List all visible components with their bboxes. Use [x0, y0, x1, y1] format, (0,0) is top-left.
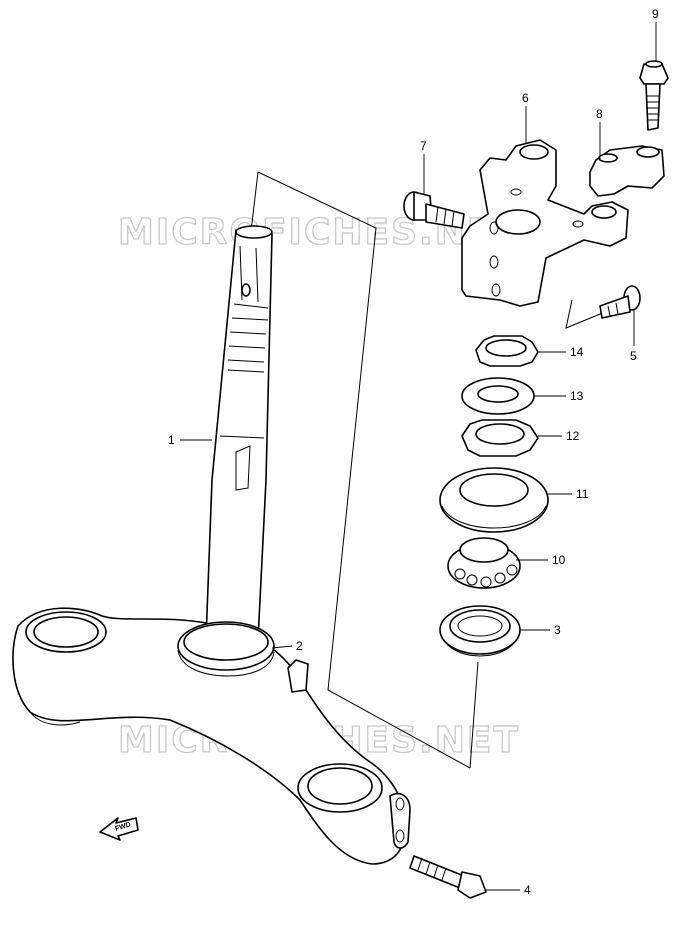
upper-bracket [461, 139, 629, 307]
callout-14: 14 [570, 345, 584, 359]
dust-seal [177, 621, 275, 677]
upper-bearing [447, 537, 521, 589]
lower-bearing [439, 605, 521, 657]
callout-1: 1 [168, 433, 175, 447]
callout-7: 7 [420, 139, 427, 153]
fwd-label: FWD [114, 821, 131, 833]
callout-6: 6 [522, 91, 529, 105]
washer [461, 377, 535, 415]
callout-9: 9 [652, 7, 659, 21]
callout-11: 11 [576, 487, 589, 501]
callout-labels: 1 2 3 4 5 6 7 8 9 10 11 12 13 14 [168, 7, 659, 897]
callout-4: 4 [524, 883, 531, 897]
callout-10: 10 [552, 553, 566, 567]
handlebar-holder [589, 145, 665, 197]
callout-8: 8 [596, 107, 603, 121]
callout-13: 13 [570, 389, 584, 403]
upper-bolt [403, 191, 465, 229]
callout-12: 12 [566, 429, 580, 443]
leader-lines [180, 22, 657, 891]
callout-5: 5 [630, 349, 637, 363]
holder-bolt [639, 60, 669, 131]
lower-bracket [12, 607, 411, 865]
lock-nut [461, 419, 539, 457]
callout-3: 3 [554, 623, 561, 637]
callout-2: 2 [296, 639, 303, 653]
stem-shaft [205, 225, 273, 641]
top-nut [475, 335, 539, 367]
side-bolt [599, 285, 641, 319]
fwd-arrow: FWD [99, 817, 139, 841]
lower-bolt [409, 855, 487, 899]
bearing-cover [439, 467, 549, 533]
